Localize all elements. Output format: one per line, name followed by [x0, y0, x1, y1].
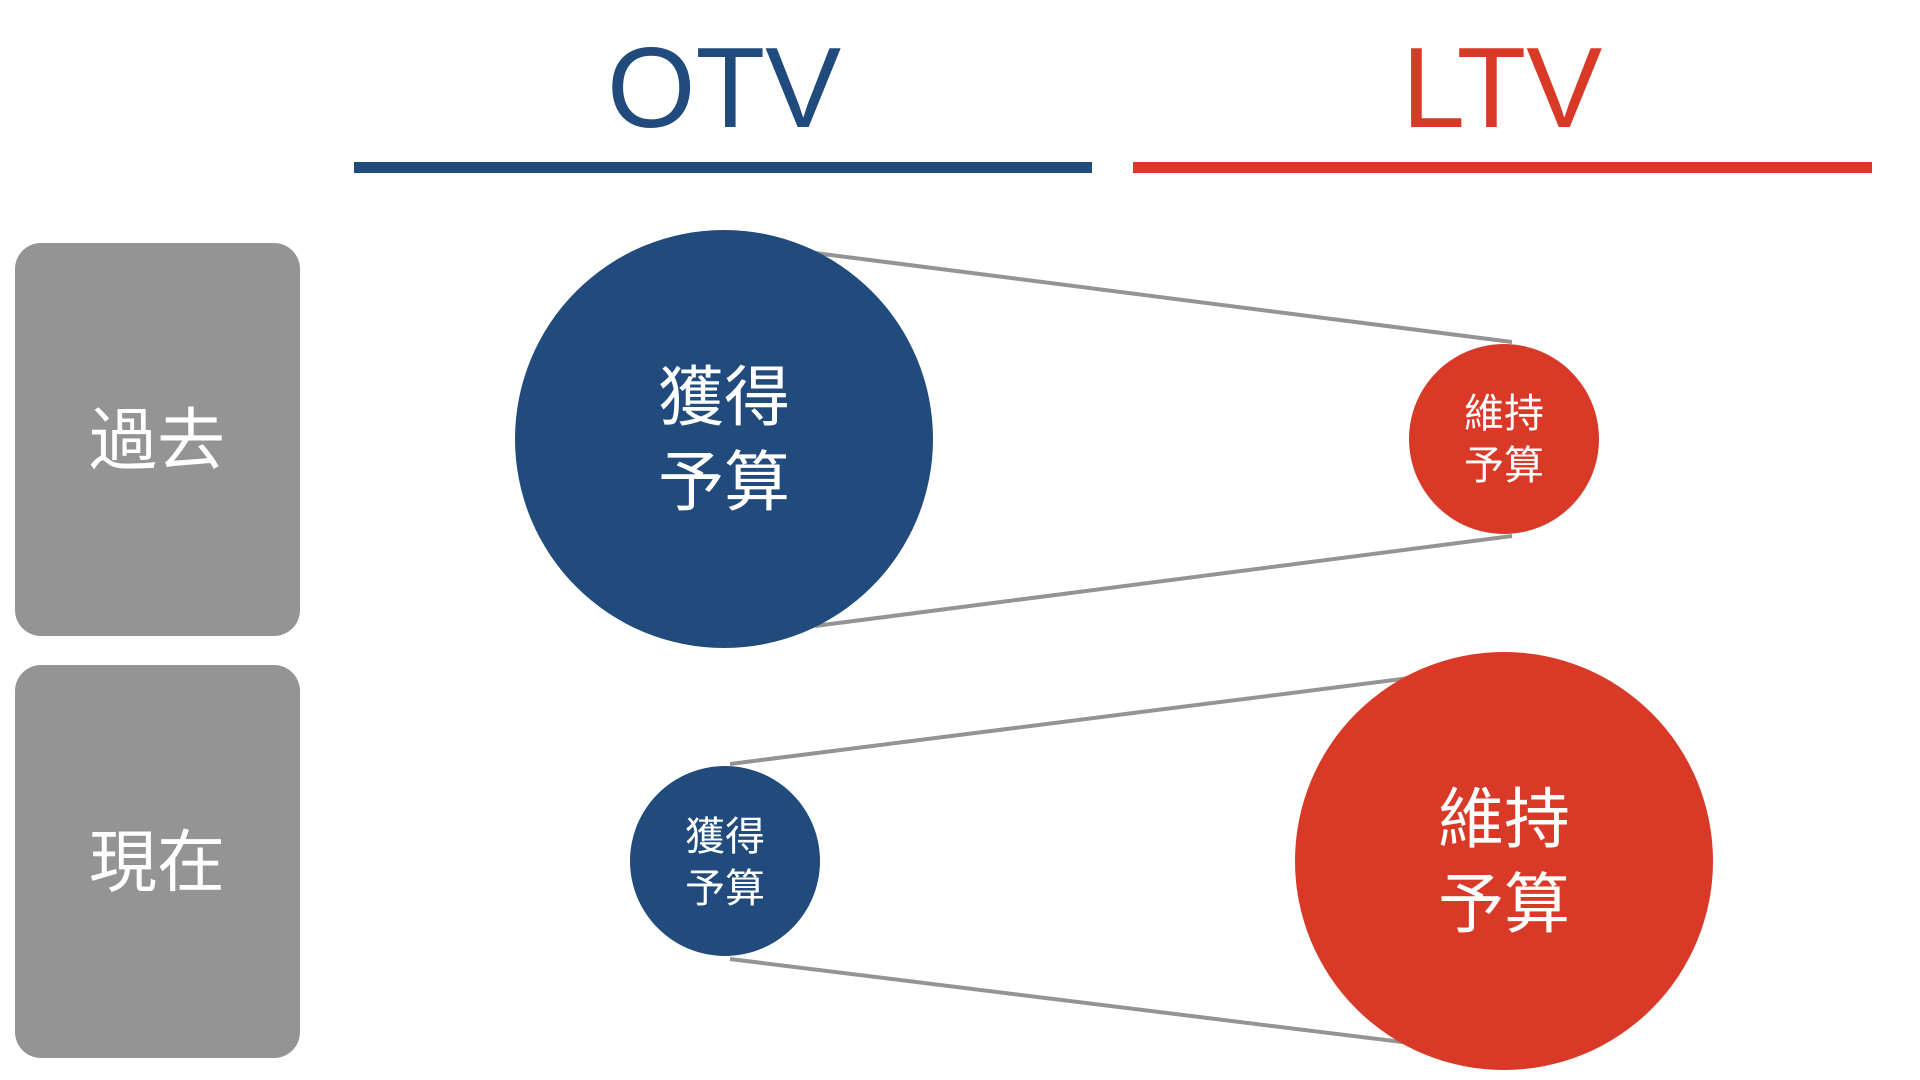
bubble-present-otv-label-line2: 予算	[685, 866, 765, 912]
bubble-past-ltv-label-line2: 予算	[1464, 443, 1544, 489]
connector-present-top	[729, 676, 1411, 766]
bubble-past-ltv-label-line1: 維持	[1464, 391, 1544, 437]
row-box-past	[15, 243, 300, 636]
bubble-past-otv-label-line2: 予算	[658, 444, 790, 521]
connector-present-bottom	[729, 957, 1411, 1045]
connector-past-bottom	[814, 534, 1513, 628]
otv-header-underline	[354, 162, 1092, 173]
bubble-past-otv	[515, 230, 933, 648]
row-label-present: 現在	[89, 824, 225, 903]
bubble-present-ltv	[1295, 652, 1713, 1070]
connector-past-top	[814, 251, 1513, 344]
bubble-present-ltv-label-line1: 維持	[1438, 781, 1570, 858]
ltv-header-underline	[1133, 162, 1872, 173]
bubble-past-ltv	[1409, 344, 1599, 534]
ltv-column-header: LTV	[1402, 25, 1603, 152]
bubble-past-otv-label-line1: 獲得	[658, 359, 790, 436]
row-label-past: 過去	[89, 402, 225, 481]
row-box-present	[15, 665, 300, 1058]
otv-column-header: OTV	[607, 25, 841, 152]
bubble-present-ltv-label-line2: 予算	[1438, 866, 1570, 943]
bubble-present-otv	[630, 766, 820, 956]
bubble-present-otv-label-line1: 獲得	[685, 814, 765, 860]
